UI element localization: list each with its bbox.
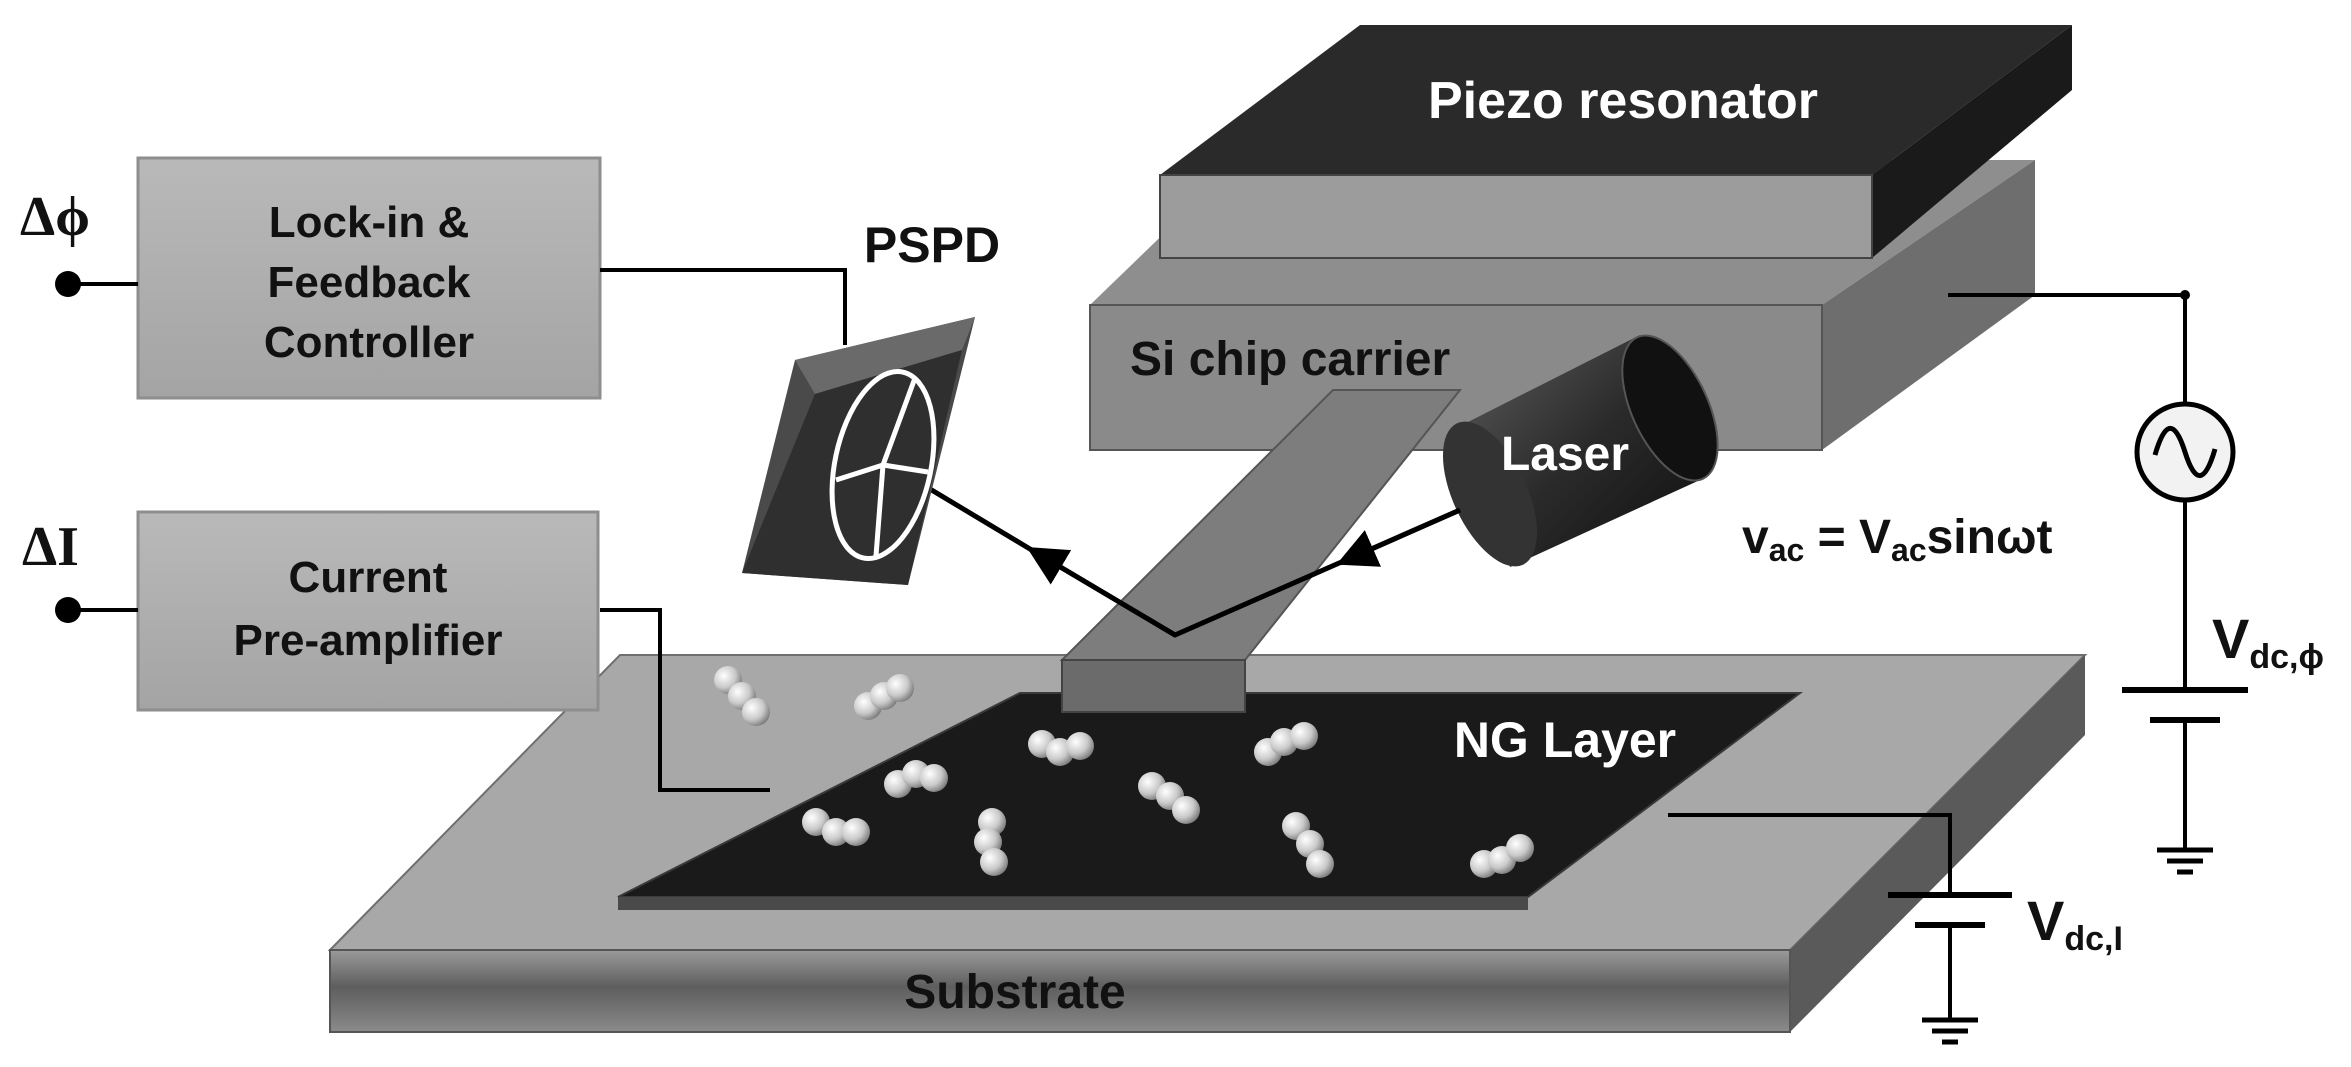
particle-cluster	[1282, 812, 1334, 878]
vac-sub: ac	[1769, 532, 1805, 568]
vdc-i-main: V	[2027, 889, 2064, 952]
vac-tail: sinωt	[1927, 511, 2053, 564]
vdc-i-label: Vdc,I	[2027, 889, 2123, 958]
particle-cluster	[1028, 730, 1094, 766]
lockin-label-line3: Controller	[264, 318, 474, 367]
junction-dot	[2180, 290, 2190, 300]
ac-source-icon	[2134, 401, 2236, 503]
substrate-label: Substrate	[904, 966, 1125, 1019]
ground-icon	[1922, 1017, 1978, 1045]
pspd: PSPD	[742, 217, 1000, 585]
wiring	[68, 268, 2187, 1020]
vac-eq: = V	[1804, 511, 1891, 564]
delta-i-label: ΔI	[22, 516, 79, 578]
particle-cluster	[854, 674, 914, 720]
pspd-label: PSPD	[864, 217, 1000, 273]
nanoparticle-clusters	[714, 666, 1534, 878]
vac-sub2: ac	[1891, 532, 1927, 568]
delta-phi-label: Δϕ	[20, 186, 90, 248]
vdc-phi-main: V	[2212, 607, 2249, 670]
ng-layer: NG Layer	[617, 692, 1803, 910]
laser-label: Laser	[1501, 428, 1629, 481]
vac-equation: vac = Vacsinωt	[1742, 511, 2053, 568]
preamp-label-line2: Pre-amplifier	[234, 616, 503, 665]
particle-cluster	[1138, 772, 1200, 824]
battery-vdc-phi	[2122, 687, 2248, 723]
photodiode-quadrant-icon	[829, 369, 937, 561]
preamp-label-line1: Current	[289, 553, 448, 602]
lockin-label-line2: Feedback	[268, 258, 472, 307]
particle-cluster	[1470, 834, 1534, 878]
laser: Laser	[1442, 334, 1719, 567]
ground-icon	[2157, 847, 2213, 875]
lockin-label-line1: Lock-in &	[269, 198, 469, 247]
piezo-label: Piezo resonator	[1428, 72, 1818, 130]
piezo-resonator: Piezo resonator	[1159, 25, 2072, 259]
vdc-i-sub: dc,I	[2064, 920, 2123, 958]
vdc-phi-label: Vdc,ϕ	[2212, 607, 2324, 676]
cantilever	[1059, 389, 1463, 713]
lockin-controller: Lock-in & Feedback Controller	[136, 156, 602, 400]
particle-cluster	[884, 760, 948, 798]
particle-cluster	[1254, 722, 1318, 766]
si-chip-label: Si chip carrier	[1130, 333, 1450, 386]
delta-phi-terminal	[55, 271, 81, 297]
current-preamplifier: Current Pre-amplifier	[136, 510, 600, 712]
ng-layer-label: NG Layer	[1454, 712, 1676, 768]
delta-i-terminal	[55, 597, 81, 623]
particle-cluster	[802, 808, 870, 846]
vac-v: v	[1742, 511, 1769, 564]
vdc-phi-sub: dc,ϕ	[2249, 638, 2324, 676]
battery-vdc-i	[1888, 892, 2012, 928]
particle-cluster	[714, 666, 770, 726]
particle-cluster	[974, 808, 1008, 876]
